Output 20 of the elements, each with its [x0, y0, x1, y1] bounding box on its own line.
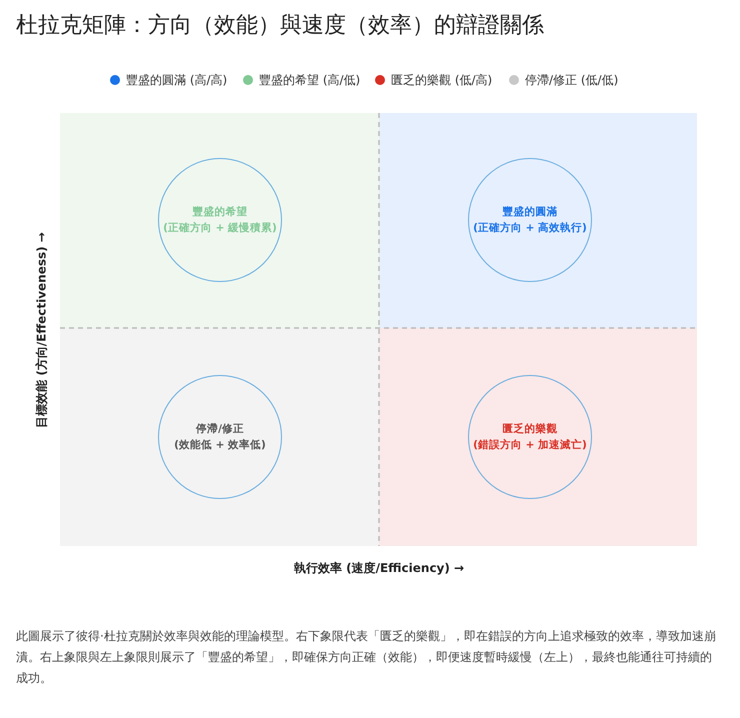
- quadrant-name: 豐盛的希望: [192, 205, 248, 220]
- quadrant-circle: [158, 375, 282, 499]
- legend-label: 停滯/修正 (低/低): [525, 72, 618, 89]
- quadrant-name: 匱乏的樂觀: [502, 422, 558, 437]
- quadrant-description: (錯誤方向 + 加速滅亡): [473, 438, 587, 453]
- legend-label: 豐盛的希望 (高/低): [259, 72, 360, 89]
- quadrant-description: (效能低 + 效率低): [174, 438, 266, 453]
- quadrant-name: 豐盛的圓滿: [502, 205, 558, 220]
- quadrant-circle: [468, 158, 592, 282]
- caption: 此圖展示了彼得·杜拉克關於效率與效能的理論模型。右下象限代表「匱乏的樂觀」，即在錯誤的方向上追求極致的效率，導致加速崩潰。右上象限與左上象限則展示了「豐盛的希望」，即確保方向正確（效能），即便速度暫時緩慢（左上），最終也能通往可持續的成功。: [16, 628, 716, 687]
- quadrant-circle: [468, 375, 592, 499]
- axis-label: 目標效能 (方向/Effectiveness) →: [34, 232, 50, 428]
- quadrant-description: (正確方向 + 高效執行): [473, 220, 587, 236]
- legend-label: 豐盛的圓滿 (高/高): [126, 72, 228, 89]
- title: 杜拉克矩陣：方向（效能）與速度（效率）的辯證關係: [16, 12, 544, 40]
- quadrant-description: (正確方向 + 緩慢積累): [163, 220, 277, 236]
- axis-label: 執行效率 (速度/Efficiency) →: [294, 560, 464, 577]
- legend-label: 匱乏的樂觀 (低/高): [391, 72, 492, 89]
- quadrant-name: 停滯/修正: [196, 422, 244, 437]
- quadrant-circle: [158, 158, 282, 282]
